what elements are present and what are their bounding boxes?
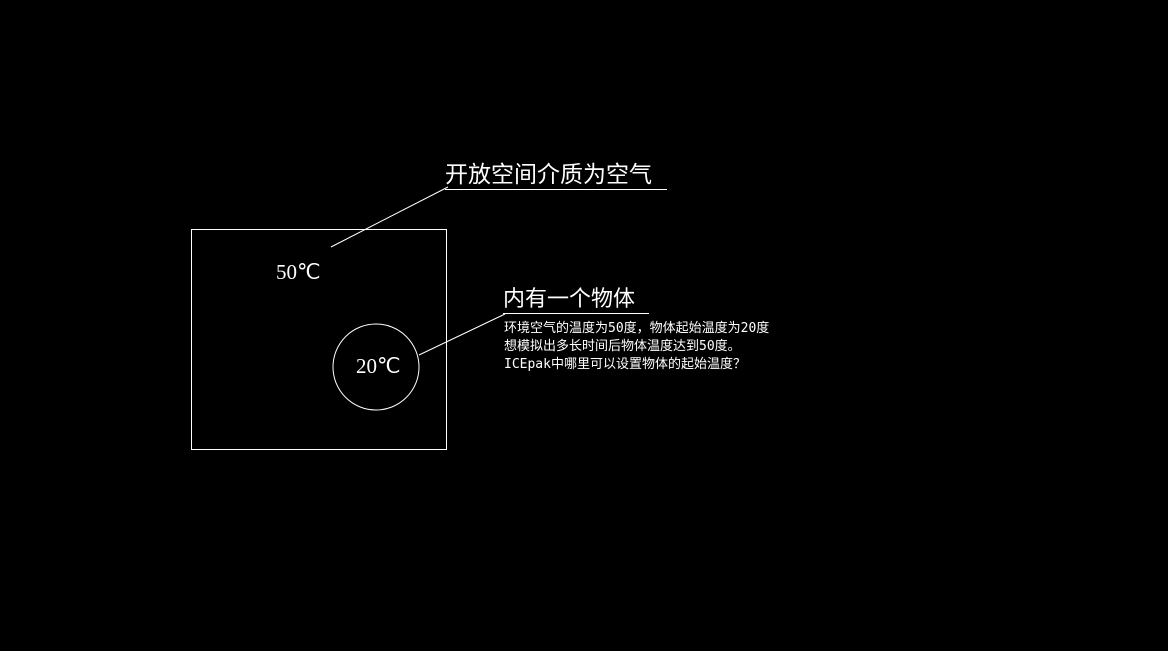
ambient-temperature-label: 50℃ — [276, 260, 321, 284]
open-space-title: 开放空间介质为空气 — [445, 162, 652, 188]
object-temperature-label: 20℃ — [356, 354, 401, 378]
open-space-box — [191, 229, 447, 450]
object-circle — [332, 323, 420, 411]
open-space-leader-line — [330, 186, 449, 248]
object-leader-line — [418, 313, 506, 356]
note-line: 环境空气的温度为50度，物体起始温度为20度 — [504, 321, 770, 336]
note-line: 想模拟出多长时间后物体温度达到50度。 — [504, 339, 741, 354]
note-line: ICEpak中哪里可以设置物体的起始温度？ — [504, 357, 746, 372]
question-note: 环境空气的温度为50度，物体起始温度为20度 想模拟出多长时间后物体温度达到50… — [504, 320, 769, 374]
inner-object-title: 内有一个物体 — [503, 287, 636, 312]
